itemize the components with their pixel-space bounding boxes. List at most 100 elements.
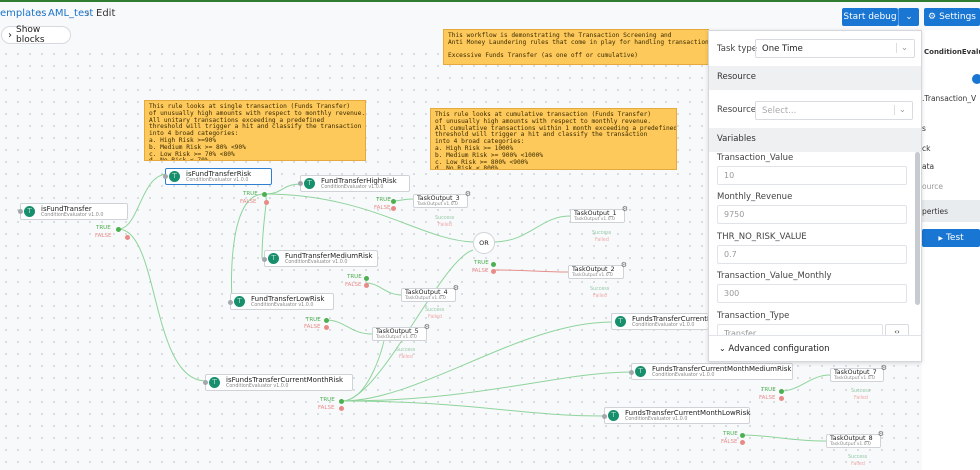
input-port[interactable] bbox=[228, 300, 233, 305]
node-isFundTransfer[interactable]: ⊤ isFundTransfer ConditionEvaluator v1.0… bbox=[20, 203, 128, 220]
false-port[interactable] bbox=[740, 440, 745, 445]
node-FundsTransferCurrentMonthHighRisk[interactable]: ⊤ FundsTransferCurrentM ConditionEvaluat… bbox=[611, 313, 713, 330]
breadcrumb-separator: › bbox=[38, 8, 42, 19]
false-port[interactable] bbox=[779, 396, 784, 401]
false-port[interactable] bbox=[364, 283, 369, 288]
task-TaskOutput_2[interactable]: TaskOutput_2 TaskOutput v1.0.0 ⚙ bbox=[568, 261, 627, 279]
play-icon: ▶ bbox=[938, 234, 943, 242]
show-blocks-button[interactable]: › Show blocks bbox=[1, 25, 71, 45]
node-isFundsTransferCurrentMonthRisk[interactable]: ⊤ isFundsTransferCurrentMonthRisk Condit… bbox=[205, 374, 353, 391]
input-port[interactable] bbox=[203, 380, 208, 385]
flow-node-icon: ⊤ bbox=[268, 253, 279, 264]
task-TaskOutput_1[interactable]: TaskOutput_1 TaskOutput v1.0.0 ⚙ bbox=[570, 205, 628, 223]
variables-section-header: Variables bbox=[709, 128, 921, 152]
false-port[interactable] bbox=[125, 235, 130, 240]
transaction-value-input[interactable]: 10 bbox=[717, 166, 907, 185]
task-title: TaskOutput_3 bbox=[417, 195, 460, 202]
true-port[interactable] bbox=[779, 389, 784, 394]
true-port[interactable] bbox=[262, 192, 267, 197]
true-port[interactable] bbox=[116, 227, 121, 232]
advanced-configuration-toggle[interactable]: ⌄ Advanced configuration bbox=[709, 335, 921, 361]
gear-icon[interactable]: ⚙ bbox=[877, 430, 884, 438]
false-port[interactable] bbox=[264, 200, 269, 205]
gear-icon[interactable]: ⚙ bbox=[620, 261, 627, 269]
input-port[interactable] bbox=[262, 257, 267, 262]
gear-icon[interactable]: ⚙ bbox=[621, 205, 628, 213]
input-port[interactable] bbox=[629, 370, 634, 375]
task-type-select[interactable]: One Time ⌄ bbox=[755, 39, 915, 58]
transaction-value-monthly-input[interactable]: 300 bbox=[717, 284, 907, 303]
flow-node-icon: ⊤ bbox=[635, 366, 646, 377]
true-port[interactable] bbox=[339, 399, 344, 404]
task-title: TaskOutput_8 bbox=[830, 435, 873, 442]
thr-no-risk-value-input[interactable]: 0.7 bbox=[717, 245, 907, 264]
breadcrumb-workflow[interactable]: AML_test bbox=[48, 8, 94, 19]
gear-icon[interactable]: ⚙ bbox=[423, 323, 430, 331]
input-port[interactable] bbox=[18, 209, 23, 214]
node-title: isFundTransferRisk bbox=[186, 170, 252, 178]
node-subtitle: ConditionEvaluator v1.0.0 bbox=[632, 323, 695, 328]
node-isFundTransferRisk[interactable]: ⊤ isFundTransferRisk ConditionEvaluator … bbox=[165, 168, 272, 185]
monthly-revenue-input[interactable]: 9750 bbox=[717, 205, 907, 224]
start-debug-button[interactable]: Start debug bbox=[842, 8, 898, 26]
true-port[interactable] bbox=[740, 433, 745, 438]
failed-label: Failed bbox=[854, 396, 868, 401]
input-port[interactable] bbox=[163, 174, 168, 179]
node-subtitle: ConditionEvaluator v1.0.0 bbox=[625, 417, 688, 422]
flow-node-icon: ⊤ bbox=[615, 316, 626, 327]
false-port[interactable] bbox=[491, 269, 496, 274]
false-label: FALSE bbox=[318, 405, 335, 411]
node-title: isFundsTransferCurrentMonthRisk bbox=[226, 376, 344, 384]
node-FundTransferHighRisk[interactable]: ⊤ FundTransferHighRisk ConditionEvaluato… bbox=[300, 175, 410, 192]
resource-placeholder: Select... bbox=[762, 106, 797, 116]
true-port[interactable] bbox=[364, 276, 369, 281]
gear-icon[interactable]: ⚙ bbox=[452, 284, 459, 292]
breadcrumb-current: Edit bbox=[96, 8, 116, 19]
failed-label: Failed bbox=[595, 238, 609, 243]
side-panel-text: ource bbox=[922, 182, 943, 191]
false-port[interactable] bbox=[391, 206, 396, 211]
node-FundTransferMediumRisk[interactable]: ⊤ FundTransferMediumRisk ConditionEvalua… bbox=[264, 250, 378, 267]
settings-label: Settings bbox=[939, 12, 976, 22]
true-port[interactable] bbox=[324, 318, 329, 323]
side-panel-text: .Transaction_V bbox=[922, 94, 977, 103]
settings-button[interactable]: ⚙Settings bbox=[924, 8, 980, 26]
task-TaskOutput_4[interactable]: TaskOutput_4 TaskOutput v1.0.0 ⚙ bbox=[401, 284, 459, 302]
task-TaskOutput_5[interactable]: TaskOutput_5 TaskOutput v1.0.0 ⚙ bbox=[372, 323, 430, 341]
task-TaskOutput_7[interactable]: TaskOutput_7 TaskOutput v1.0.0 ⚙ bbox=[830, 364, 887, 382]
node-FundsTransferCurrentMonthMediumRisk[interactable]: ⊤ FundsTransferCurrentMonthMediumRisk Co… bbox=[631, 363, 793, 380]
breadcrumb-templates[interactable]: emplates bbox=[0, 8, 47, 19]
node-title: isFundTransfer bbox=[41, 205, 92, 213]
gear-icon[interactable]: ⚙ bbox=[880, 364, 887, 372]
toggle-switch[interactable] bbox=[972, 74, 980, 84]
resource-select[interactable]: Select... ⌄ bbox=[755, 101, 913, 120]
task-title: TaskOutput_4 bbox=[405, 289, 448, 296]
true-label: TRUE bbox=[474, 260, 489, 266]
gear-icon[interactable]: ⚙ bbox=[464, 190, 471, 198]
task-title: TaskOutput_1 bbox=[574, 210, 617, 217]
top-bar: emplates › AML_test › Edit Start debug ⌄… bbox=[0, 2, 980, 28]
true-port[interactable] bbox=[491, 262, 496, 267]
task-TaskOutput_8[interactable]: TaskOutput_8 TaskOutput v1.0.0 ⚙ bbox=[826, 430, 884, 448]
task-TaskOutput_3[interactable]: TaskOutput_3 TaskOutput v1.0.0 ⚙ bbox=[413, 190, 471, 208]
false-label: FALSE bbox=[374, 205, 391, 211]
node-subtitle: ConditionEvaluator v1.0.0 bbox=[41, 213, 104, 218]
false-port[interactable] bbox=[339, 406, 344, 411]
task-title: TaskOutput_2 bbox=[572, 266, 615, 273]
side-panel-section: perties bbox=[922, 200, 980, 222]
input-port[interactable] bbox=[602, 414, 607, 419]
false-port[interactable] bbox=[324, 325, 329, 330]
input-port[interactable] bbox=[298, 181, 303, 186]
debug-dropdown-button[interactable]: ⌄ bbox=[898, 8, 919, 26]
task-type-label: Task type bbox=[717, 44, 758, 54]
node-subtitle: ConditionEvaluator v1.0.0 bbox=[652, 373, 715, 378]
start-debug-label: Start debug bbox=[843, 12, 897, 22]
panel-scrollbar[interactable] bbox=[915, 152, 920, 305]
node-FundTransferLowRisk[interactable]: ⊤ FundTransferLowRisk ConditionEvaluator… bbox=[230, 293, 334, 310]
node-title: FundTransferMediumRisk bbox=[285, 252, 373, 260]
or-gate-node[interactable]: OR bbox=[473, 232, 495, 254]
node-FundsTransferCurrentMonthLowRisk[interactable]: ⊤ FundsTransferCurrentMonthLowRisk Condi… bbox=[604, 407, 750, 424]
test-button[interactable]: ▶Test bbox=[922, 229, 980, 247]
true-port[interactable] bbox=[391, 199, 396, 204]
failed-label: Failed bbox=[428, 315, 442, 320]
